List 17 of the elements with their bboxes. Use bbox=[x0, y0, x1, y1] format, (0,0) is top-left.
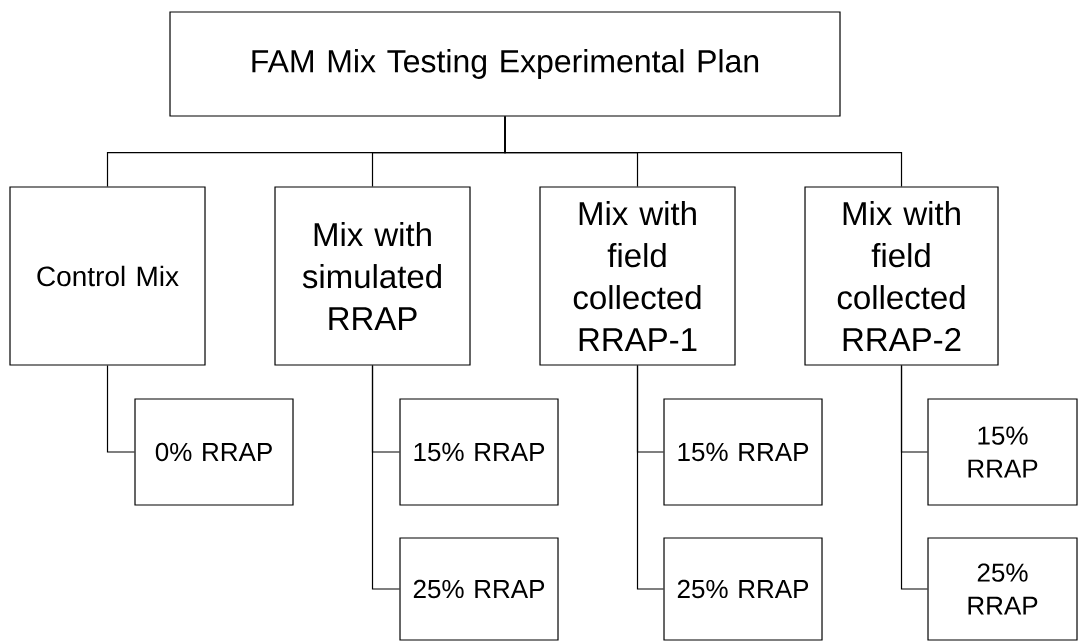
mix-box: Mix with field collected RRAP-2 bbox=[804, 186, 999, 366]
connector-line bbox=[106, 365, 135, 453]
percentage-box: 15% RRAP bbox=[663, 398, 823, 506]
mix-box: Mix with simulated RRAP bbox=[274, 186, 471, 366]
title-box: FAM Mix Testing Experimental Plan bbox=[169, 11, 841, 117]
percentage-box: 0% RRAP bbox=[134, 398, 294, 506]
connector-line bbox=[504, 116, 903, 187]
connector-line bbox=[371, 365, 400, 590]
mix-box: Control Mix bbox=[9, 186, 206, 366]
mix-box: Mix with field collected RRAP-1 bbox=[539, 186, 736, 366]
percentage-box: 15% RRAP bbox=[399, 398, 559, 506]
connector-line bbox=[900, 365, 928, 590]
percentage-box: 25% RRAP bbox=[927, 537, 1078, 641]
percentage-box: 15% RRAP bbox=[927, 398, 1078, 506]
percentage-box: 25% RRAP bbox=[399, 537, 559, 641]
connector-line bbox=[636, 365, 664, 590]
percentage-box: 25% RRAP bbox=[663, 537, 823, 641]
